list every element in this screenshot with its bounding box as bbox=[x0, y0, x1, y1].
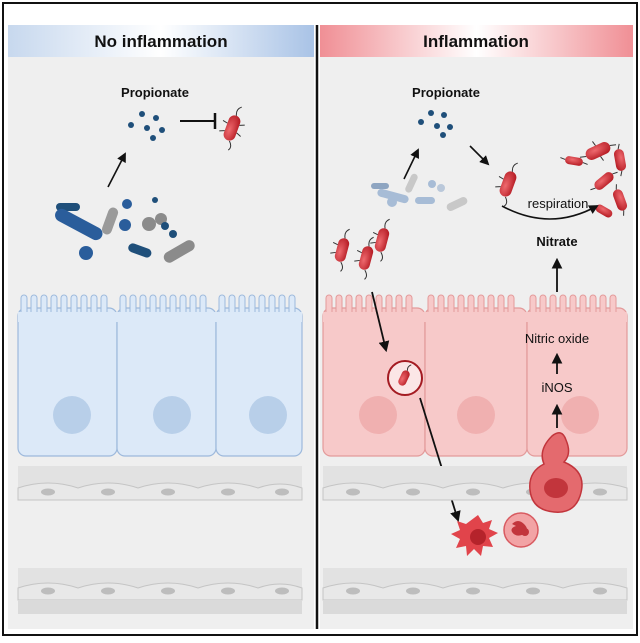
macrophage-icon bbox=[529, 432, 583, 513]
intracellular-bacterium-icon bbox=[387, 360, 423, 396]
respiration-arrow bbox=[501, 205, 599, 220]
left-microbiota-cluster bbox=[55, 197, 195, 263]
left-epithelium bbox=[17, 294, 303, 457]
right-propionate-molecules bbox=[418, 110, 453, 138]
left-production-arrow bbox=[107, 152, 126, 188]
right-production-arrow bbox=[403, 148, 419, 180]
right-faded-microbiota-cluster bbox=[371, 173, 468, 211]
respiration-label: respiration bbox=[528, 196, 589, 211]
dendritic-cell-icon bbox=[451, 515, 498, 556]
invading-bacteria-group bbox=[330, 218, 390, 280]
right-propionate-label: Propionate bbox=[412, 85, 480, 100]
left-panel-title: No inflammation bbox=[94, 32, 227, 51]
lamina-propria-left bbox=[17, 466, 303, 614]
nitric-oxide-label: Nitric oxide bbox=[525, 331, 589, 346]
expanding-bacteria-cluster bbox=[560, 141, 628, 218]
nitrate-label: Nitrate bbox=[536, 234, 577, 249]
neutrophil-icon bbox=[503, 512, 539, 548]
right-epithelium bbox=[322, 294, 628, 457]
left-panel-header bbox=[8, 25, 314, 57]
lamina-propria-right bbox=[322, 466, 628, 614]
left-inhibited-bacterium-icon bbox=[219, 106, 245, 151]
right-uptake-arrow bbox=[469, 145, 490, 166]
left-propionate-molecules bbox=[128, 111, 165, 141]
left-propionate-label: Propionate bbox=[121, 85, 189, 100]
propionate-consuming-bacterium-icon bbox=[495, 162, 518, 207]
invasion-arrow bbox=[371, 291, 390, 353]
right-panel-header bbox=[320, 25, 633, 57]
left-inhibition-symbol bbox=[180, 113, 217, 129]
inos-label: iNOS bbox=[541, 380, 572, 395]
right-panel-title: Inflammation bbox=[423, 32, 529, 51]
